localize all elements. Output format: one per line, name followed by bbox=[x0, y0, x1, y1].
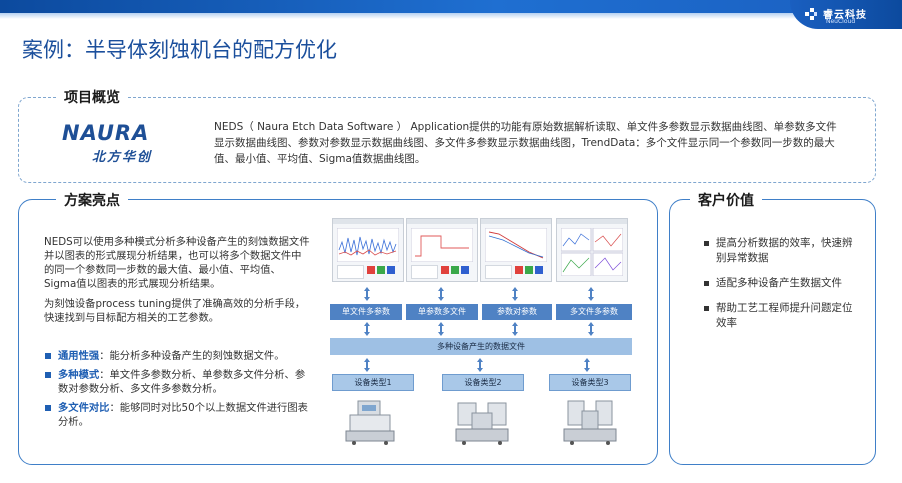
top-banner-fade bbox=[0, 13, 902, 19]
double-arrow-icon bbox=[438, 322, 444, 336]
bullet-key: 多种模式 bbox=[58, 369, 100, 381]
bullet-square-icon bbox=[704, 306, 709, 311]
brand-logo: 睿云科技 NeuCloud bbox=[790, 0, 902, 29]
highlight-bullet: 通用性强：能分析多种设备产生的刻蚀数据文件。 bbox=[44, 349, 312, 363]
highlight-bullet: 多文件对比：能够同时对比50个以上数据文件进行图表分析。 bbox=[44, 401, 312, 429]
overview-label: 项目概览 bbox=[56, 87, 128, 107]
brand-name-cn: 睿云科技 bbox=[823, 10, 867, 21]
etch-machine-icon bbox=[345, 400, 395, 445]
highlight-bullet: 多种模式：单文件多参数分析、单参数多文件分析、参数对参数分析、多文件多参数分析。 bbox=[44, 368, 312, 396]
screenshot-thumbnail bbox=[406, 218, 478, 282]
customer-value-text: 适配多种设备产生数据文件 bbox=[716, 277, 842, 289]
decay-plot-thumbnail bbox=[485, 228, 547, 262]
top-banner bbox=[0, 0, 902, 13]
screenshot-thumbnail bbox=[480, 218, 552, 282]
highlights-description: NEDS可以使用多种模式分析多种设备产生的刻蚀数据文件并以图表的形式展现分析结果… bbox=[44, 235, 310, 331]
customer-value-label: 客户价值 bbox=[690, 190, 762, 210]
double-arrow-icon bbox=[588, 287, 594, 301]
customer-value-item: 帮助工艺工程师提升问题定位效率 bbox=[704, 301, 854, 331]
device-type-2: 设备类型2 bbox=[442, 374, 524, 391]
bullet-square-icon bbox=[45, 353, 51, 359]
function-block-single-param-multi-file: 单参数多文件 bbox=[406, 304, 478, 320]
bullet-square-icon bbox=[45, 405, 51, 411]
double-arrow-icon bbox=[588, 322, 594, 336]
customer-value-item: 适配多种设备产生数据文件 bbox=[704, 276, 854, 291]
naura-logo-cn: 北方华创 bbox=[92, 150, 153, 165]
highlights-label: 方案亮点 bbox=[56, 190, 128, 210]
bullet-text: ：能分析多种设备产生的刻蚀数据文件。 bbox=[99, 350, 285, 362]
page-title: 案例：半导体刻蚀机台的配方优化 bbox=[22, 38, 337, 62]
naura-logo: NAURA bbox=[62, 122, 149, 142]
customer-value-text: 提高分析数据的效率，快速辨别异常数据 bbox=[716, 237, 853, 264]
double-arrow-icon bbox=[364, 322, 370, 336]
device-type-3: 设备类型3 bbox=[549, 374, 631, 391]
screenshot-thumbnail bbox=[556, 218, 628, 282]
customer-value-box bbox=[669, 199, 876, 465]
highlights-para-1: NEDS可以使用多种模式分析多种设备产生的刻蚀数据文件并以图表的形式展现分析结果… bbox=[44, 236, 310, 290]
etch-machine-icon bbox=[563, 400, 617, 445]
customer-value-item: 提高分析数据的效率，快速辨别异常数据 bbox=[704, 236, 854, 266]
overview-box bbox=[18, 97, 876, 183]
double-arrow-icon bbox=[512, 322, 518, 336]
bullet-text: ：单文件多参数分析、单参数多文件分析、参数对参数分析、多文件多参数分析。 bbox=[58, 369, 306, 395]
bullet-square-icon bbox=[704, 281, 709, 286]
overview-text: NEDS（ Naura Etch Data Software ） Applica… bbox=[214, 121, 837, 165]
double-arrow-icon bbox=[364, 358, 370, 372]
etch-machine-icon bbox=[455, 402, 509, 445]
highlights-para-2: 为刻蚀设备process tuning提供了准确高效的分析手段，快速找到与目标配… bbox=[44, 298, 306, 324]
double-arrow-icon bbox=[364, 287, 370, 301]
bullet-text: ：能够同时对比50个以上数据文件进行图表分析。 bbox=[58, 402, 308, 428]
line-plot-thumbnail bbox=[337, 228, 399, 262]
screenshot-thumbnail bbox=[332, 218, 404, 282]
grid-plot-thumbnail bbox=[561, 228, 623, 276]
bullet-key: 多文件对比 bbox=[58, 402, 110, 414]
function-block-multi-file-multi-param: 多文件多参数 bbox=[556, 304, 632, 320]
brand-logo-icon bbox=[805, 8, 817, 20]
double-arrow-icon bbox=[438, 287, 444, 301]
highlights-box bbox=[18, 199, 658, 465]
data-file-bar: 多种设备产生的数据文件 bbox=[330, 338, 632, 355]
highlights-bullets: 通用性强：能分析多种设备产生的刻蚀数据文件。 多种模式：单文件多参数分析、单参数… bbox=[44, 349, 312, 434]
customer-value-list: 提高分析数据的效率，快速辨别异常数据 适配多种设备产生数据文件 帮助工艺工程师提… bbox=[704, 236, 854, 341]
double-arrow-icon bbox=[584, 358, 590, 372]
bullet-key: 通用性强 bbox=[58, 350, 100, 362]
step-plot-thumbnail bbox=[411, 228, 473, 262]
brand-name-en: NeuCloud bbox=[826, 18, 856, 25]
function-block-single-file-multi-param: 单文件多参数 bbox=[330, 304, 402, 320]
customer-value-text: 帮助工艺工程师提升问题定位效率 bbox=[716, 302, 853, 329]
double-arrow-icon bbox=[477, 358, 483, 372]
device-type-1: 设备类型1 bbox=[332, 374, 414, 391]
bullet-square-icon bbox=[45, 372, 51, 378]
double-arrow-icon bbox=[512, 287, 518, 301]
function-block-param-vs-param: 参数对参数 bbox=[482, 304, 552, 320]
naura-logo-text: NAURA bbox=[62, 122, 149, 142]
bullet-square-icon bbox=[704, 241, 709, 246]
